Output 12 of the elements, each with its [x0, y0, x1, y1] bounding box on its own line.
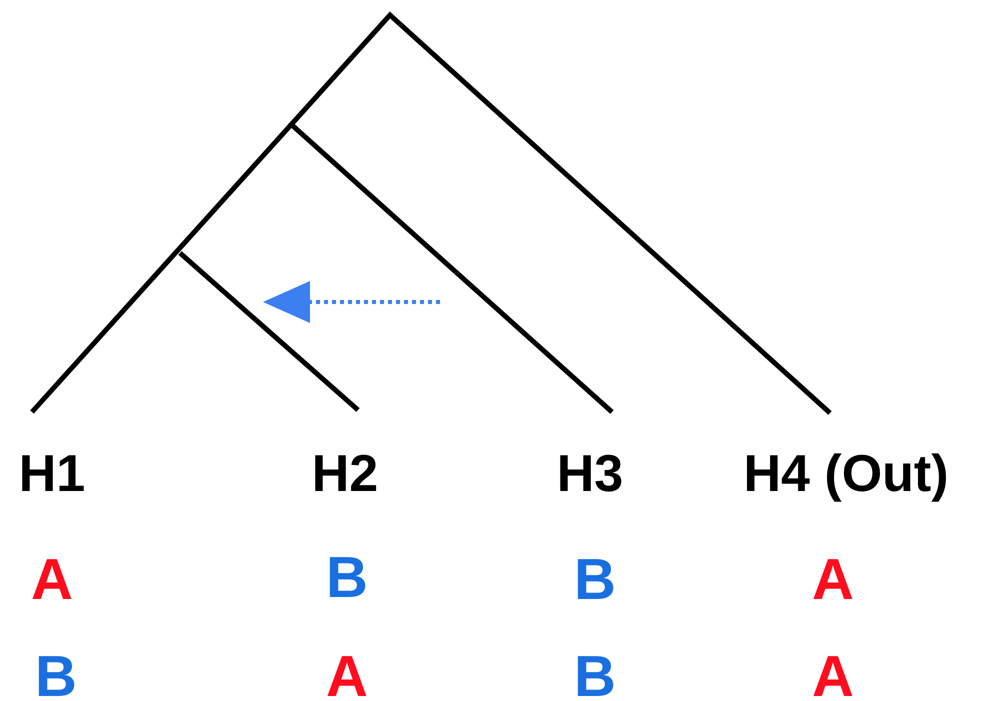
taxon-label: H1: [18, 448, 86, 500]
allele-label: A: [812, 648, 854, 701]
allele-label: B: [35, 648, 77, 701]
taxon-label: H4 (Out): [743, 448, 949, 500]
allele-label: B: [326, 549, 368, 607]
allele-label: B: [574, 551, 616, 609]
taxon-label: H2: [312, 448, 378, 500]
allele-label: B: [574, 648, 616, 701]
allele-label: A: [31, 551, 73, 609]
allele-label: A: [812, 551, 854, 609]
taxon-label: H3: [556, 448, 624, 500]
allele-label: A: [326, 648, 368, 701]
